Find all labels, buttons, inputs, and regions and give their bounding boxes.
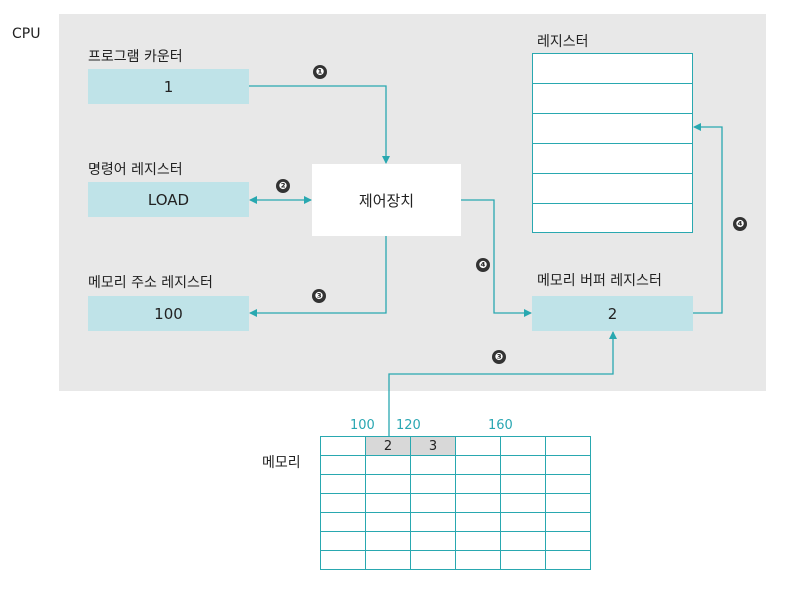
memory-cell	[320, 436, 366, 456]
memory-cell	[320, 474, 366, 494]
memory-cell	[320, 455, 366, 475]
program-counter-label: 프로그램 카운터	[88, 49, 183, 65]
memory-cell: 3	[410, 436, 456, 456]
control-unit: 제어장치	[312, 164, 461, 236]
memory-cell	[455, 493, 501, 513]
memory-row	[320, 531, 591, 551]
memory-cell	[545, 550, 591, 570]
memory-cell	[365, 512, 411, 532]
memory-buffer-register-label: 메모리 버퍼 레지스터	[537, 273, 662, 289]
memory-cell	[410, 493, 456, 513]
memory-cell	[365, 493, 411, 513]
memory-cell	[545, 436, 591, 456]
memory-cell	[410, 474, 456, 494]
register-row	[533, 54, 692, 84]
memory-address-register-value: 100	[154, 304, 183, 323]
memory-row: 2 3	[320, 436, 591, 456]
memory-cell	[545, 493, 591, 513]
register-file	[532, 53, 693, 233]
register-row	[533, 84, 692, 114]
memory-row	[320, 455, 591, 475]
memory-row	[320, 550, 591, 570]
memory-row	[320, 474, 591, 494]
memory-cell	[410, 531, 456, 551]
arrow-control-to-mbr	[461, 199, 532, 317]
memory-cell	[320, 531, 366, 551]
memory-cell	[500, 531, 546, 551]
memory-row	[320, 512, 591, 532]
memory-cell	[545, 531, 591, 551]
instruction-register-value: LOAD	[147, 190, 190, 209]
memory-address-160: 160	[488, 418, 513, 433]
memory-cell	[500, 550, 546, 570]
memory-cell	[545, 474, 591, 494]
memory-cell	[365, 550, 411, 570]
memory-address-120: 120	[396, 418, 421, 433]
arrow-mbr-to-registers	[693, 123, 723, 314]
memory-address-register-label: 메모리 주소 레지스터	[88, 275, 213, 291]
memory-address-100: 100	[350, 418, 375, 433]
memory-cell	[320, 550, 366, 570]
memory-cell	[500, 436, 546, 456]
step-3-badge-memory: ❸	[492, 350, 506, 364]
memory-cell	[500, 455, 546, 475]
registers-label: 레지스터	[537, 34, 589, 50]
step-4-badge: ❹	[476, 258, 490, 272]
memory-cell	[500, 493, 546, 513]
memory-cell	[410, 455, 456, 475]
memory-cell	[365, 474, 411, 494]
memory-label: 메모리	[262, 455, 301, 471]
register-row	[533, 144, 692, 174]
program-counter-value: 1	[163, 77, 174, 96]
step-4-badge-registers: ❹	[733, 217, 747, 231]
instruction-register-label: 명령어 레지스터	[88, 162, 183, 178]
memory-buffer-register: 2	[532, 296, 693, 331]
memory-cell	[455, 474, 501, 494]
step-3-badge: ❸	[312, 289, 326, 303]
arrow-memory-to-mbr	[388, 331, 617, 436]
step-2-badge: ❷	[276, 179, 290, 193]
memory-cell	[365, 455, 411, 475]
memory-buffer-register-value: 2	[607, 304, 618, 323]
memory-cell	[410, 512, 456, 532]
memory-address-register: 100	[88, 296, 249, 331]
memory-cell	[545, 455, 591, 475]
arrow-control-to-mar	[249, 236, 387, 317]
memory-cell	[500, 474, 546, 494]
memory-cell	[410, 550, 456, 570]
register-row	[533, 114, 692, 144]
memory-cell	[500, 512, 546, 532]
program-counter: 1	[88, 69, 249, 104]
memory-cell	[455, 531, 501, 551]
memory-cell	[365, 531, 411, 551]
memory-cell	[320, 493, 366, 513]
control-unit-label: 제어장치	[358, 191, 415, 210]
register-row	[533, 174, 692, 204]
instruction-register: LOAD	[88, 182, 249, 217]
memory-row	[320, 493, 591, 513]
memory-cell	[455, 455, 501, 475]
memory-cell	[320, 512, 366, 532]
memory-cell: 2	[365, 436, 411, 456]
memory-grid: 2 3	[320, 436, 591, 570]
step-1-badge: ❶	[313, 65, 327, 79]
arrow-pc-to-control	[249, 85, 390, 164]
memory-cell	[455, 550, 501, 570]
memory-cell	[545, 512, 591, 532]
memory-cell	[455, 436, 501, 456]
cpu-label: CPU	[12, 26, 41, 42]
memory-cell	[455, 512, 501, 532]
